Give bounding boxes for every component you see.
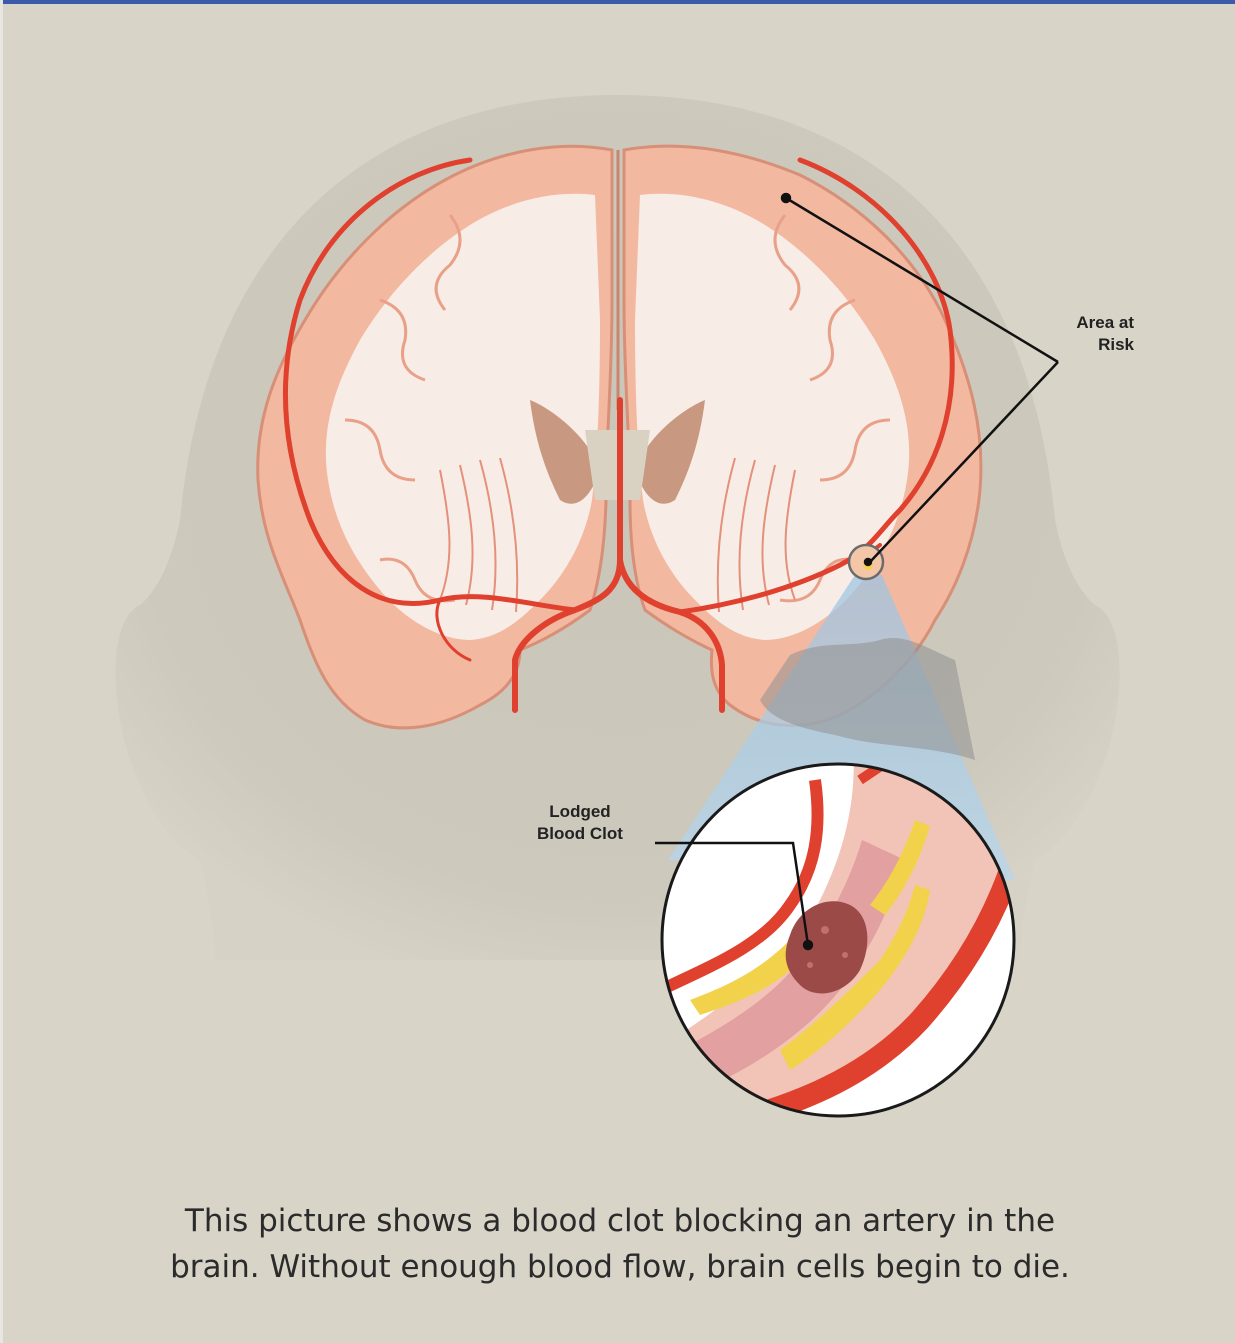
caption: This picture shows a blood clot blocking…	[40, 1198, 1200, 1290]
top-border	[0, 0, 1235, 4]
area-at-risk-label: Area at Risk	[1010, 312, 1134, 356]
left-edge	[0, 0, 3, 1343]
lodged-blood-clot-label: Lodged Blood Clot	[505, 801, 655, 845]
